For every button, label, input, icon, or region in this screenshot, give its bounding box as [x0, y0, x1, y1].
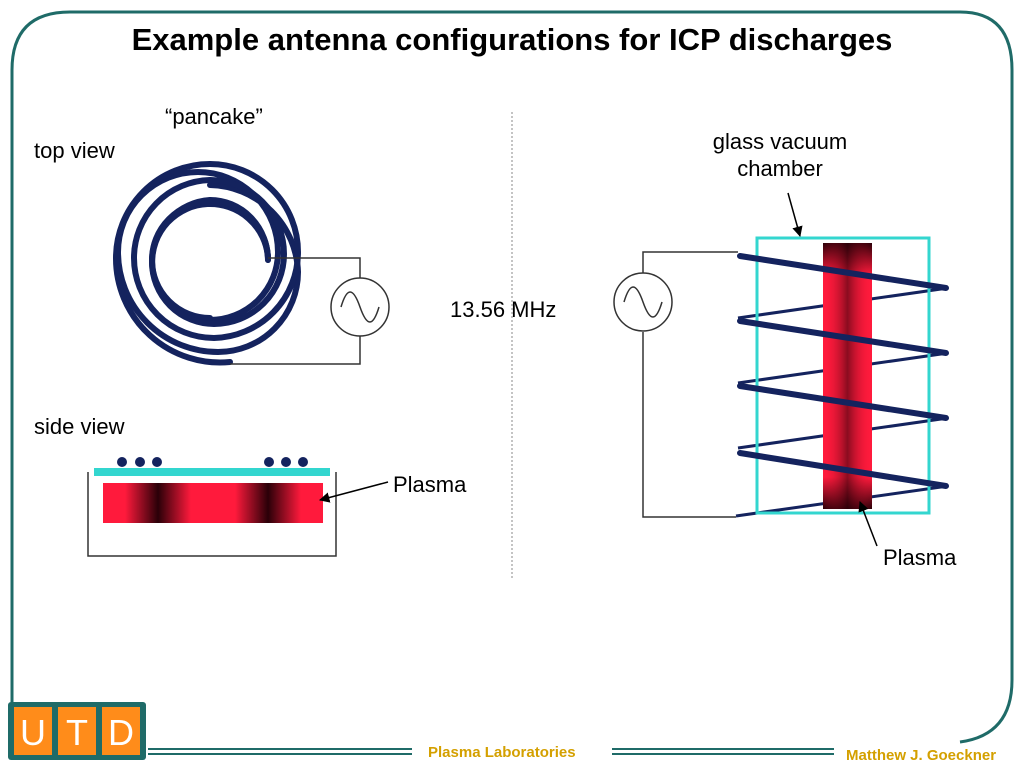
logo-letter-u: U [20, 712, 46, 753]
slide-title: Example antenna configurations for ICP d… [131, 22, 893, 57]
slide-frame [10, 10, 1014, 744]
pancake-spiral [112, 161, 302, 366]
dielectric-window [94, 468, 330, 476]
chamber-label-line2: chamber [737, 156, 823, 181]
footer-right-text: Matthew J. Goeckner [846, 747, 997, 764]
rf-source-right [613, 272, 673, 332]
side-view-label: side view [34, 414, 125, 439]
glass-vacuum-chamber [755, 236, 931, 515]
footer-center-text: Plasma Laboratories [428, 744, 576, 761]
plasma-arrow-right [858, 501, 878, 547]
plasma-arrow-left [318, 481, 389, 503]
logo-letter-t: T [66, 712, 88, 753]
logo-letter-d: D [108, 712, 134, 753]
chamber-label: glass vacuum chamber [690, 128, 870, 182]
top-view-label: top view [34, 138, 115, 163]
chamber-label-line1: glass vacuum [712, 129, 848, 154]
helical-leads [642, 251, 738, 518]
plasma-slab [103, 483, 323, 523]
frequency-label: 13.56 MHz [450, 297, 557, 322]
footer-rules [148, 748, 834, 755]
helical-coil-front [737, 253, 949, 489]
utd-logo: U T D [8, 702, 146, 760]
rf-source-left [330, 277, 390, 337]
side-view [87, 457, 337, 557]
pancake-label: “pancake” [165, 104, 263, 129]
pancake-leads [230, 257, 361, 365]
plasma-label-right: Plasma [883, 545, 957, 570]
plasma-label-left: Plasma [393, 472, 467, 497]
chamber-arrow [787, 192, 803, 238]
coil-cross-sections [117, 457, 308, 467]
